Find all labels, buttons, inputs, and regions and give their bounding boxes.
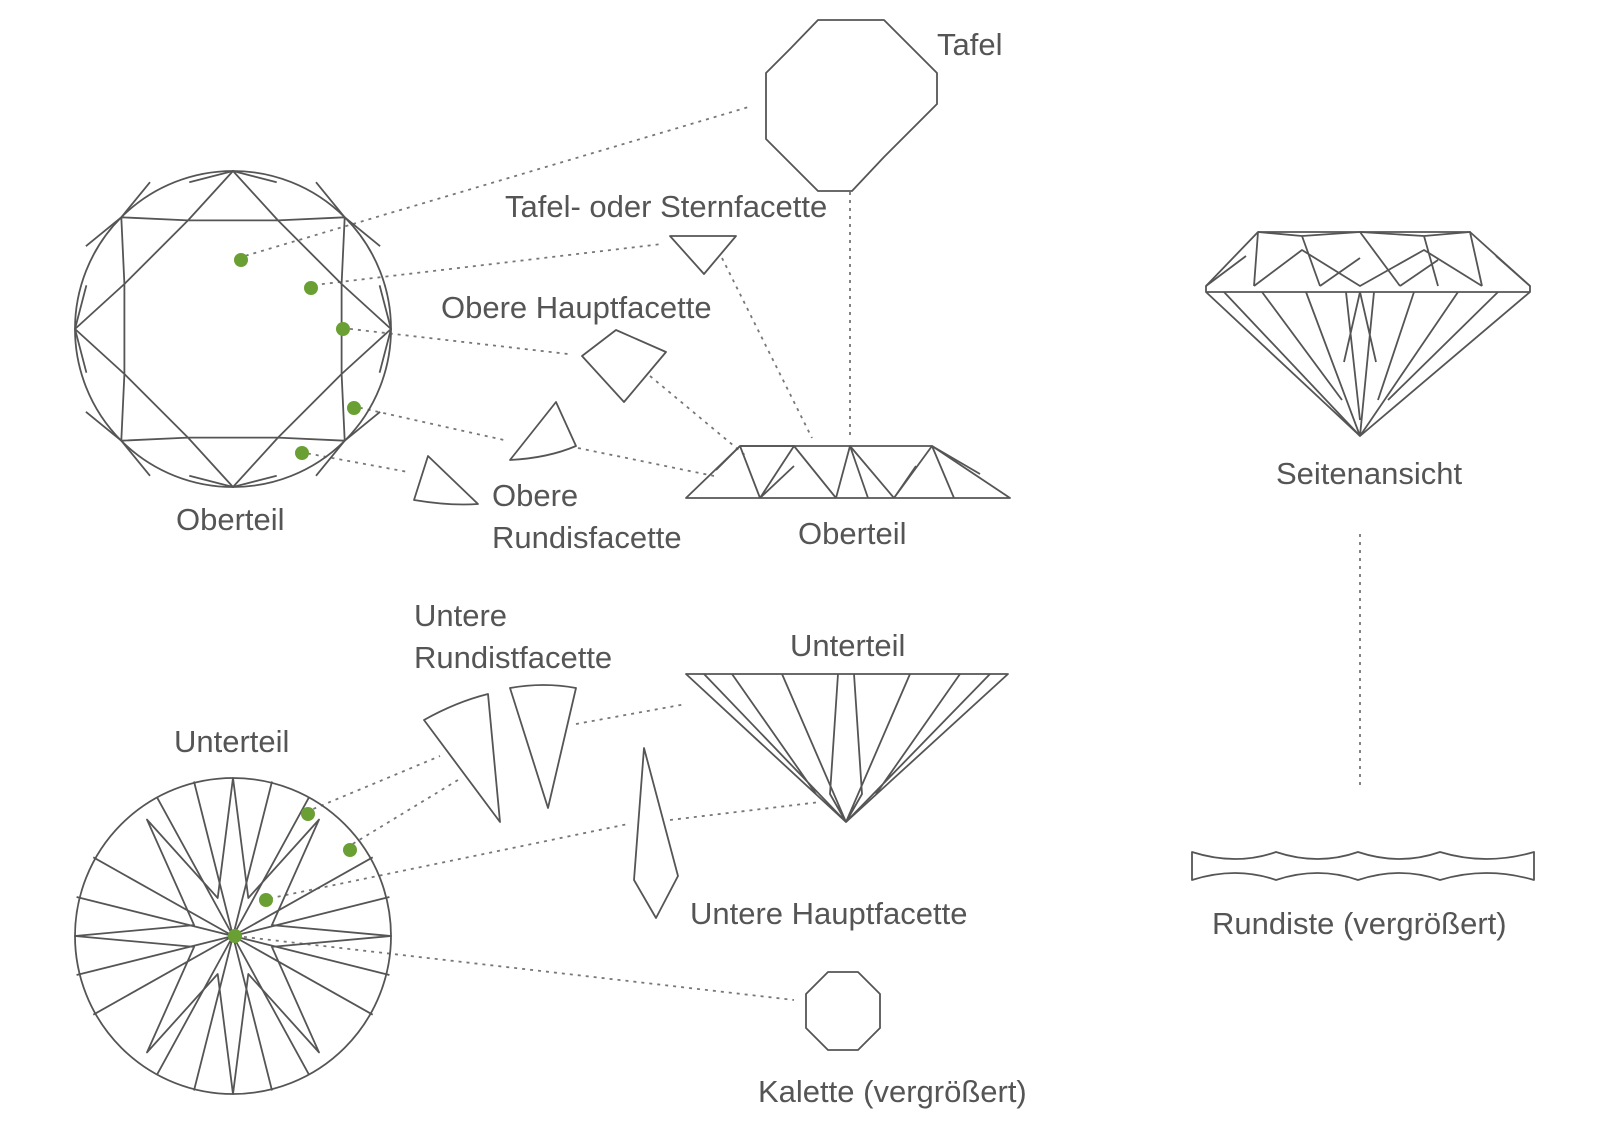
label-kalette: Kalette (vergrößert): [758, 1074, 1027, 1109]
connector-tafel-crown: [237, 105, 753, 259]
label-oberteil-side: Oberteil: [798, 516, 907, 551]
label-unterteil-side: Unterteil: [790, 628, 905, 663]
label-tafel: Tafel: [937, 27, 1002, 62]
lower-girdle-facet-shape-1: [423, 693, 501, 823]
connector-haupt-crown: [341, 327, 569, 355]
pavilion-side-view: [685, 673, 1009, 823]
marker-lower-girdle-facet-2: [343, 843, 357, 857]
upper-girdle-facet-shape-2: [413, 455, 479, 506]
label-oberteil-top: Oberteil: [176, 502, 285, 537]
girdle-enlarged-shape: [1191, 851, 1535, 881]
upper-girdle-facet-shape-1: [509, 401, 577, 461]
connector-stern-crown: [305, 243, 663, 287]
connector-untere-rundist-1: [305, 755, 441, 813]
connector-untere-rundist-side: [575, 703, 687, 725]
connector-untere-haupt-bottom: [261, 823, 629, 901]
marker-table: [234, 253, 248, 267]
marker-culet: [228, 929, 242, 943]
lower-main-facet-shape: [633, 747, 679, 919]
marker-upper-girdle-facet-1: [347, 401, 361, 415]
star-facet-shape: [669, 235, 737, 275]
connector-untere-haupt-side: [669, 801, 821, 821]
label-obere-hauptfacette: Obere Hauptfacette: [441, 290, 712, 325]
label-obere-rundisfacette-line2: Rundisfacette: [492, 520, 682, 555]
label-untere-hauptfacette: Untere Hauptfacette: [690, 896, 967, 931]
label-seitenansicht: Seitenansicht: [1276, 456, 1463, 491]
side-view-diamond: [1205, 231, 1531, 437]
pavilion-main-star: [74, 777, 392, 1095]
label-untere-rundistfacette-line2: Rundistfacette: [414, 640, 612, 675]
crown-girdle-facets: [74, 170, 392, 488]
pavilion-bottom-view: [74, 777, 392, 1095]
culet-octagon: [805, 971, 881, 1051]
connector-stern-side: [721, 257, 813, 439]
connector-rundis-side: [577, 447, 715, 477]
marker-lower-girdle-facet-1: [301, 807, 315, 821]
labels: Tafel Tafel- oder Sternfacette Obere Hau…: [174, 27, 1507, 1109]
marker-upper-main-facet: [336, 322, 350, 336]
label-sternfacette: Tafel- oder Sternfacette: [505, 189, 827, 224]
connector-untere-rundist-2: [345, 779, 459, 849]
connector-lines: [235, 105, 1361, 1001]
crown-table-octagon: [123, 219, 343, 439]
connector-haupt-side: [649, 375, 747, 457]
label-obere-rundisfacette-line1: Obere: [492, 478, 578, 513]
marker-lower-main-facet: [259, 893, 273, 907]
connector-kalette: [235, 935, 795, 1001]
label-unterteil-bottom: Unterteil: [174, 724, 289, 759]
crown-side-view: [685, 445, 1011, 499]
upper-main-facet-shape: [581, 329, 667, 403]
marker-upper-girdle-facet-2: [295, 446, 309, 460]
label-untere-rundistfacette-line1: Untere: [414, 598, 507, 633]
lower-girdle-facet-shape-2: [509, 684, 577, 809]
crown-top-view: [74, 170, 392, 488]
marker-star-facet: [304, 281, 318, 295]
table-facet-shape: [765, 19, 938, 192]
label-rundiste: Rundiste (vergrößert): [1212, 906, 1507, 941]
connector-rundis-crown: [351, 405, 505, 441]
connector-rundis2-crown: [299, 451, 409, 473]
